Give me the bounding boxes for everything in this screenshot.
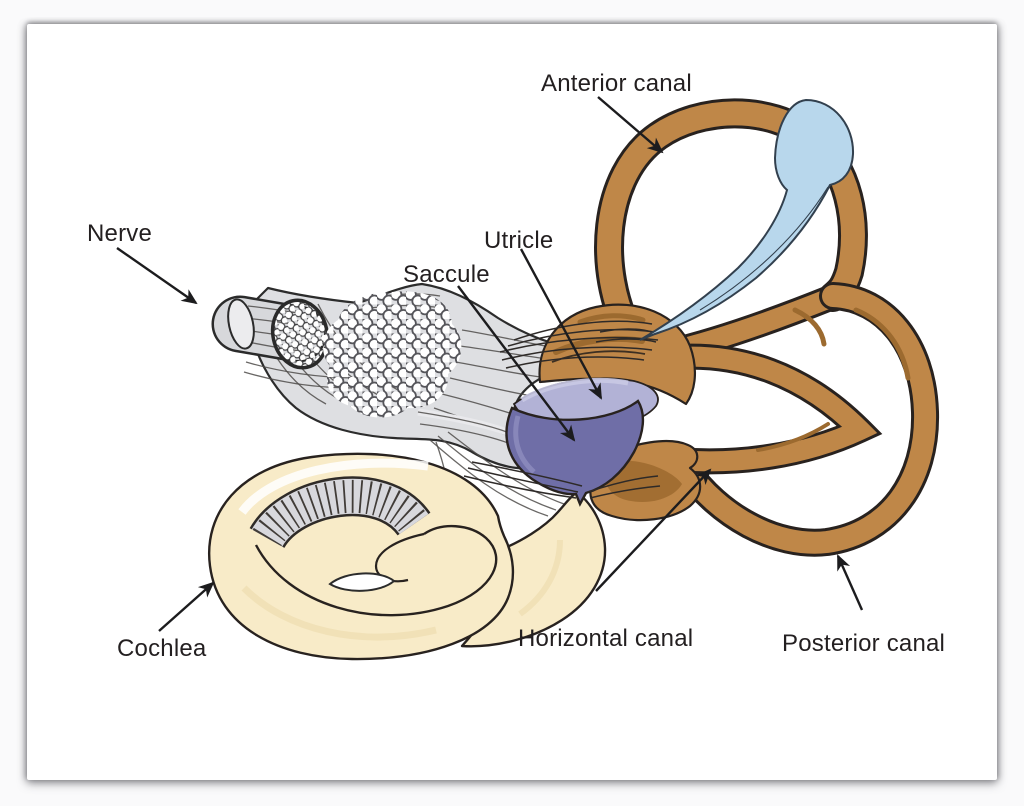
- saccule-arrow: [457, 285, 576, 442]
- vestibule-illustration: [463, 303, 702, 522]
- vestibular-nerve-fibers: [463, 320, 661, 499]
- anterior-canal-label: Anterior canal: [541, 70, 692, 97]
- annotation-arrows: [116, 96, 864, 632]
- nerve-trunk-opening: [227, 298, 255, 350]
- utricle-label: Utricle: [484, 227, 554, 254]
- cochlea-label: Cochlea: [117, 635, 207, 662]
- semicircular-canals-illustration: [594, 98, 940, 557]
- cochlea-illustration: [207, 452, 607, 661]
- endolymphatic-duct-illustration: [639, 98, 855, 341]
- endolymphatic-duct-shape: [639, 98, 855, 341]
- horizontal-canal-arrow: [595, 468, 712, 592]
- anterior-canal-arrow: [597, 96, 664, 154]
- nerve-label: Nerve: [87, 220, 153, 247]
- saccule-label: Saccule: [403, 261, 490, 288]
- nerve-fiber-bundle-large: [323, 291, 462, 418]
- nerve-arrow: [116, 247, 198, 305]
- nerve-fiber-bundle-small: [270, 298, 330, 370]
- posterior-canal-arrow: [836, 554, 864, 611]
- horizontal-canal-label: Horizontal canal: [518, 625, 694, 652]
- posterior-canal-label: Posterior canal: [782, 630, 946, 657]
- cochlea-spiral-eye: [328, 572, 396, 592]
- cochlea-ribbed-band: [249, 476, 431, 550]
- cochlea-arrow: [158, 581, 215, 632]
- utricle-arrow: [519, 248, 603, 400]
